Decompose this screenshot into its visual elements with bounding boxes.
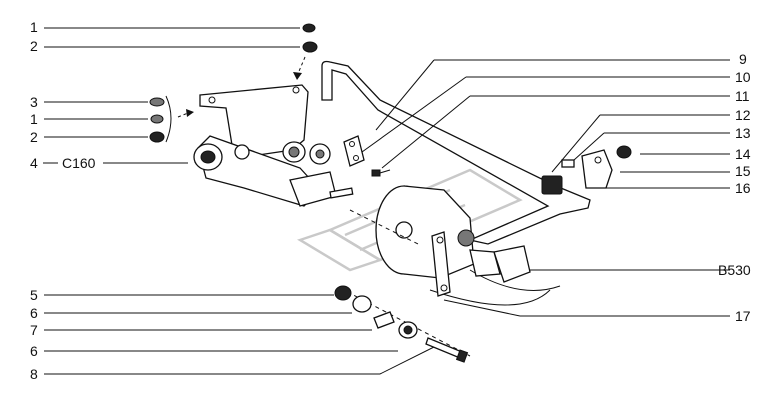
callout-1-mid: 1 — [30, 111, 164, 127]
callout-11: 11 — [381, 88, 750, 169]
bracket-arrow — [165, 95, 194, 143]
callout-axle: B530 — [530, 262, 751, 278]
svg-text:10: 10 — [735, 69, 751, 85]
callout-3: 3 — [30, 94, 165, 110]
svg-text:5: 5 — [30, 287, 38, 303]
nut-14 — [616, 145, 632, 159]
svg-text:1: 1 — [30, 19, 38, 35]
svg-text:8: 8 — [30, 366, 38, 382]
svg-text:14: 14 — [735, 146, 751, 162]
callout-16: 16 — [600, 180, 751, 196]
svg-text:6: 6 — [30, 343, 38, 359]
axle-bracket — [457, 229, 531, 283]
callout-2-mid: 2 — [30, 129, 165, 145]
svg-text:11: 11 — [735, 88, 750, 104]
callout-13: 13 — [573, 125, 751, 161]
svg-text:2: 2 — [30, 129, 38, 145]
svg-text:4: 4 — [30, 155, 38, 171]
bushing-12 — [541, 175, 563, 195]
svg-text:2: 2 — [30, 38, 38, 54]
svg-text:16: 16 — [735, 180, 751, 196]
clamp-15 — [581, 149, 613, 189]
svg-text:13: 13 — [735, 125, 751, 141]
regulator-code: C160 — [62, 155, 96, 171]
callout-7: 7 — [30, 311, 395, 338]
regulator-bracket — [199, 84, 309, 159]
svg-text:12: 12 — [735, 107, 751, 123]
svg-text:9: 9 — [739, 51, 747, 67]
svg-text:1: 1 — [30, 111, 38, 127]
callout-14: 14 — [640, 146, 751, 162]
svg-text:17: 17 — [735, 308, 751, 324]
svg-text:6: 6 — [30, 305, 38, 321]
callout-6-b: 6 — [30, 321, 418, 359]
callout-2-top: 2 — [30, 38, 318, 80]
control-rod — [321, 60, 591, 245]
bolt-13 — [561, 159, 575, 168]
callout-4: 4 C160 — [30, 155, 188, 171]
svg-text:3: 3 — [30, 94, 38, 110]
link-arm — [431, 231, 451, 297]
callout-17: 17 — [443, 299, 751, 324]
callout-6-a: 6 — [30, 295, 372, 321]
svg-text:7: 7 — [30, 322, 38, 338]
callout-15: 15 — [620, 163, 751, 179]
callout-5: 5 — [30, 285, 352, 303]
callout-10: 10 — [361, 69, 751, 153]
bolt-10 — [371, 169, 391, 177]
callout-9: 9 — [375, 51, 747, 131]
callout-1-top: 1 — [30, 19, 316, 35]
regulator-body — [193, 135, 354, 207]
axle-code: B530 — [718, 262, 751, 278]
callout-12: 12 — [551, 107, 751, 173]
axle-housing — [375, 185, 561, 306]
svg-text:15: 15 — [735, 163, 751, 179]
callout-8: 8 — [30, 337, 469, 382]
link-plate — [343, 135, 365, 167]
